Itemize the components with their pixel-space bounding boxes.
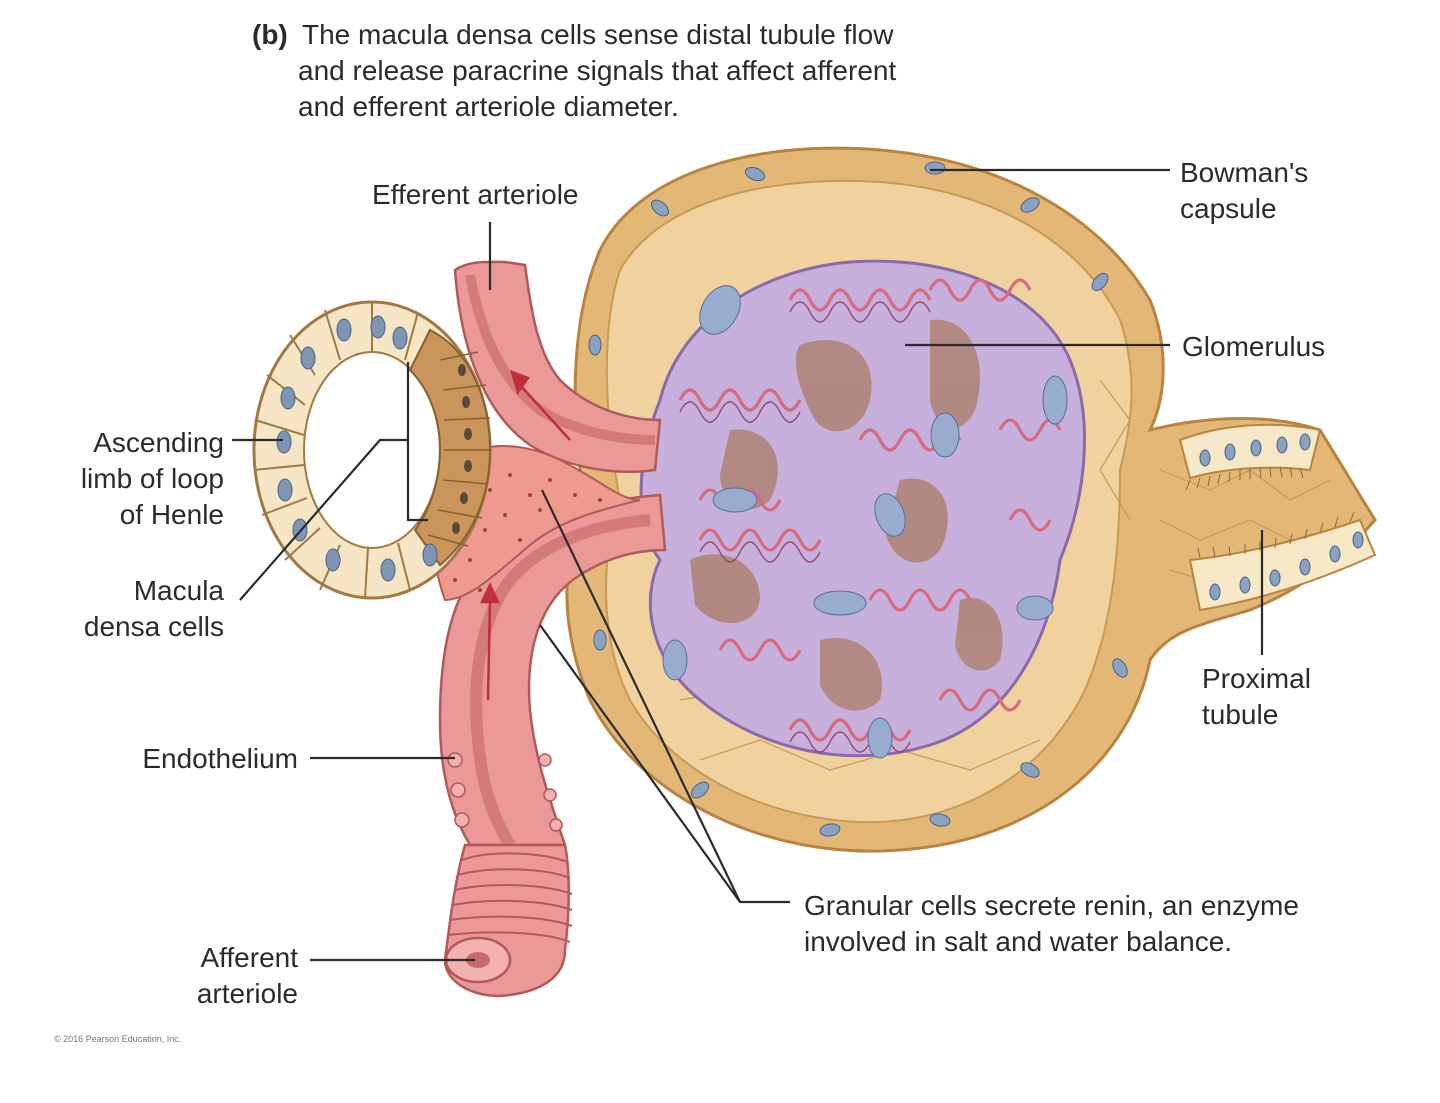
panel-letter: (b) [252,19,288,50]
granular-dots [453,473,602,592]
caption: (b) The macula densa cells sense distal … [252,19,896,122]
henle-nuclei [276,315,438,582]
labels: Efferent arteriole Bowman's capsule Glom… [81,157,1325,1009]
label-bowmans-capsule-line-2: capsule [1180,193,1277,224]
label-afferent-arteriole-line-2: arteriole [197,978,298,1009]
label-endothelium: Endothelium [142,743,298,774]
glomerular-nuclei [662,285,1068,759]
caption-line-1: The macula densa cells sense distal tubu… [302,19,894,50]
label-granular-cells-line-2: involved in salt and water balance. [804,926,1232,957]
label-proximal-tubule-line-1: Proximal [1202,663,1311,694]
proximal-tubule-illustration [1178,423,1377,612]
capsule-nuclei [588,161,1128,837]
macula-densa-nuclei [452,364,472,534]
label-proximal-tubule-line-2: tubule [1202,699,1278,730]
label-ascending-limb-line-3: of Henle [120,499,224,530]
leader-lines [232,168,1264,962]
label-afferent-arteriole-line-1: Afferent [200,942,298,973]
label-efferent-arteriole: Efferent arteriole [372,179,579,210]
capillary-loop-gaps [690,319,1003,711]
efferent-arteriole-vessel [453,260,662,473]
macula-densa-segment [408,328,492,567]
label-glomerulus: Glomerulus [1182,331,1325,362]
flow-arrows [480,369,571,701]
label-granular-cells-line-1: Granular cells secrete renin, an enzyme [804,890,1299,921]
afferent-coil [443,843,573,998]
label-bowmans-capsule-line-1: Bowman's [1180,157,1308,188]
glomerulus-illustration [639,259,1086,759]
label-ascending-limb-line-2: limb of loop [81,463,224,494]
caption-line-2: and release paracrine signals that affec… [298,55,896,86]
copyright-notice: © 2016 Pearson Education, Inc. [54,1034,181,1044]
label-macula-densa-line-2: densa cells [84,611,224,642]
label-ascending-limb-line-1: Ascending [93,427,224,458]
label-macula-densa-line-1: Macula [134,575,225,606]
caption-line-3: and efferent arteriole diameter. [298,91,679,122]
